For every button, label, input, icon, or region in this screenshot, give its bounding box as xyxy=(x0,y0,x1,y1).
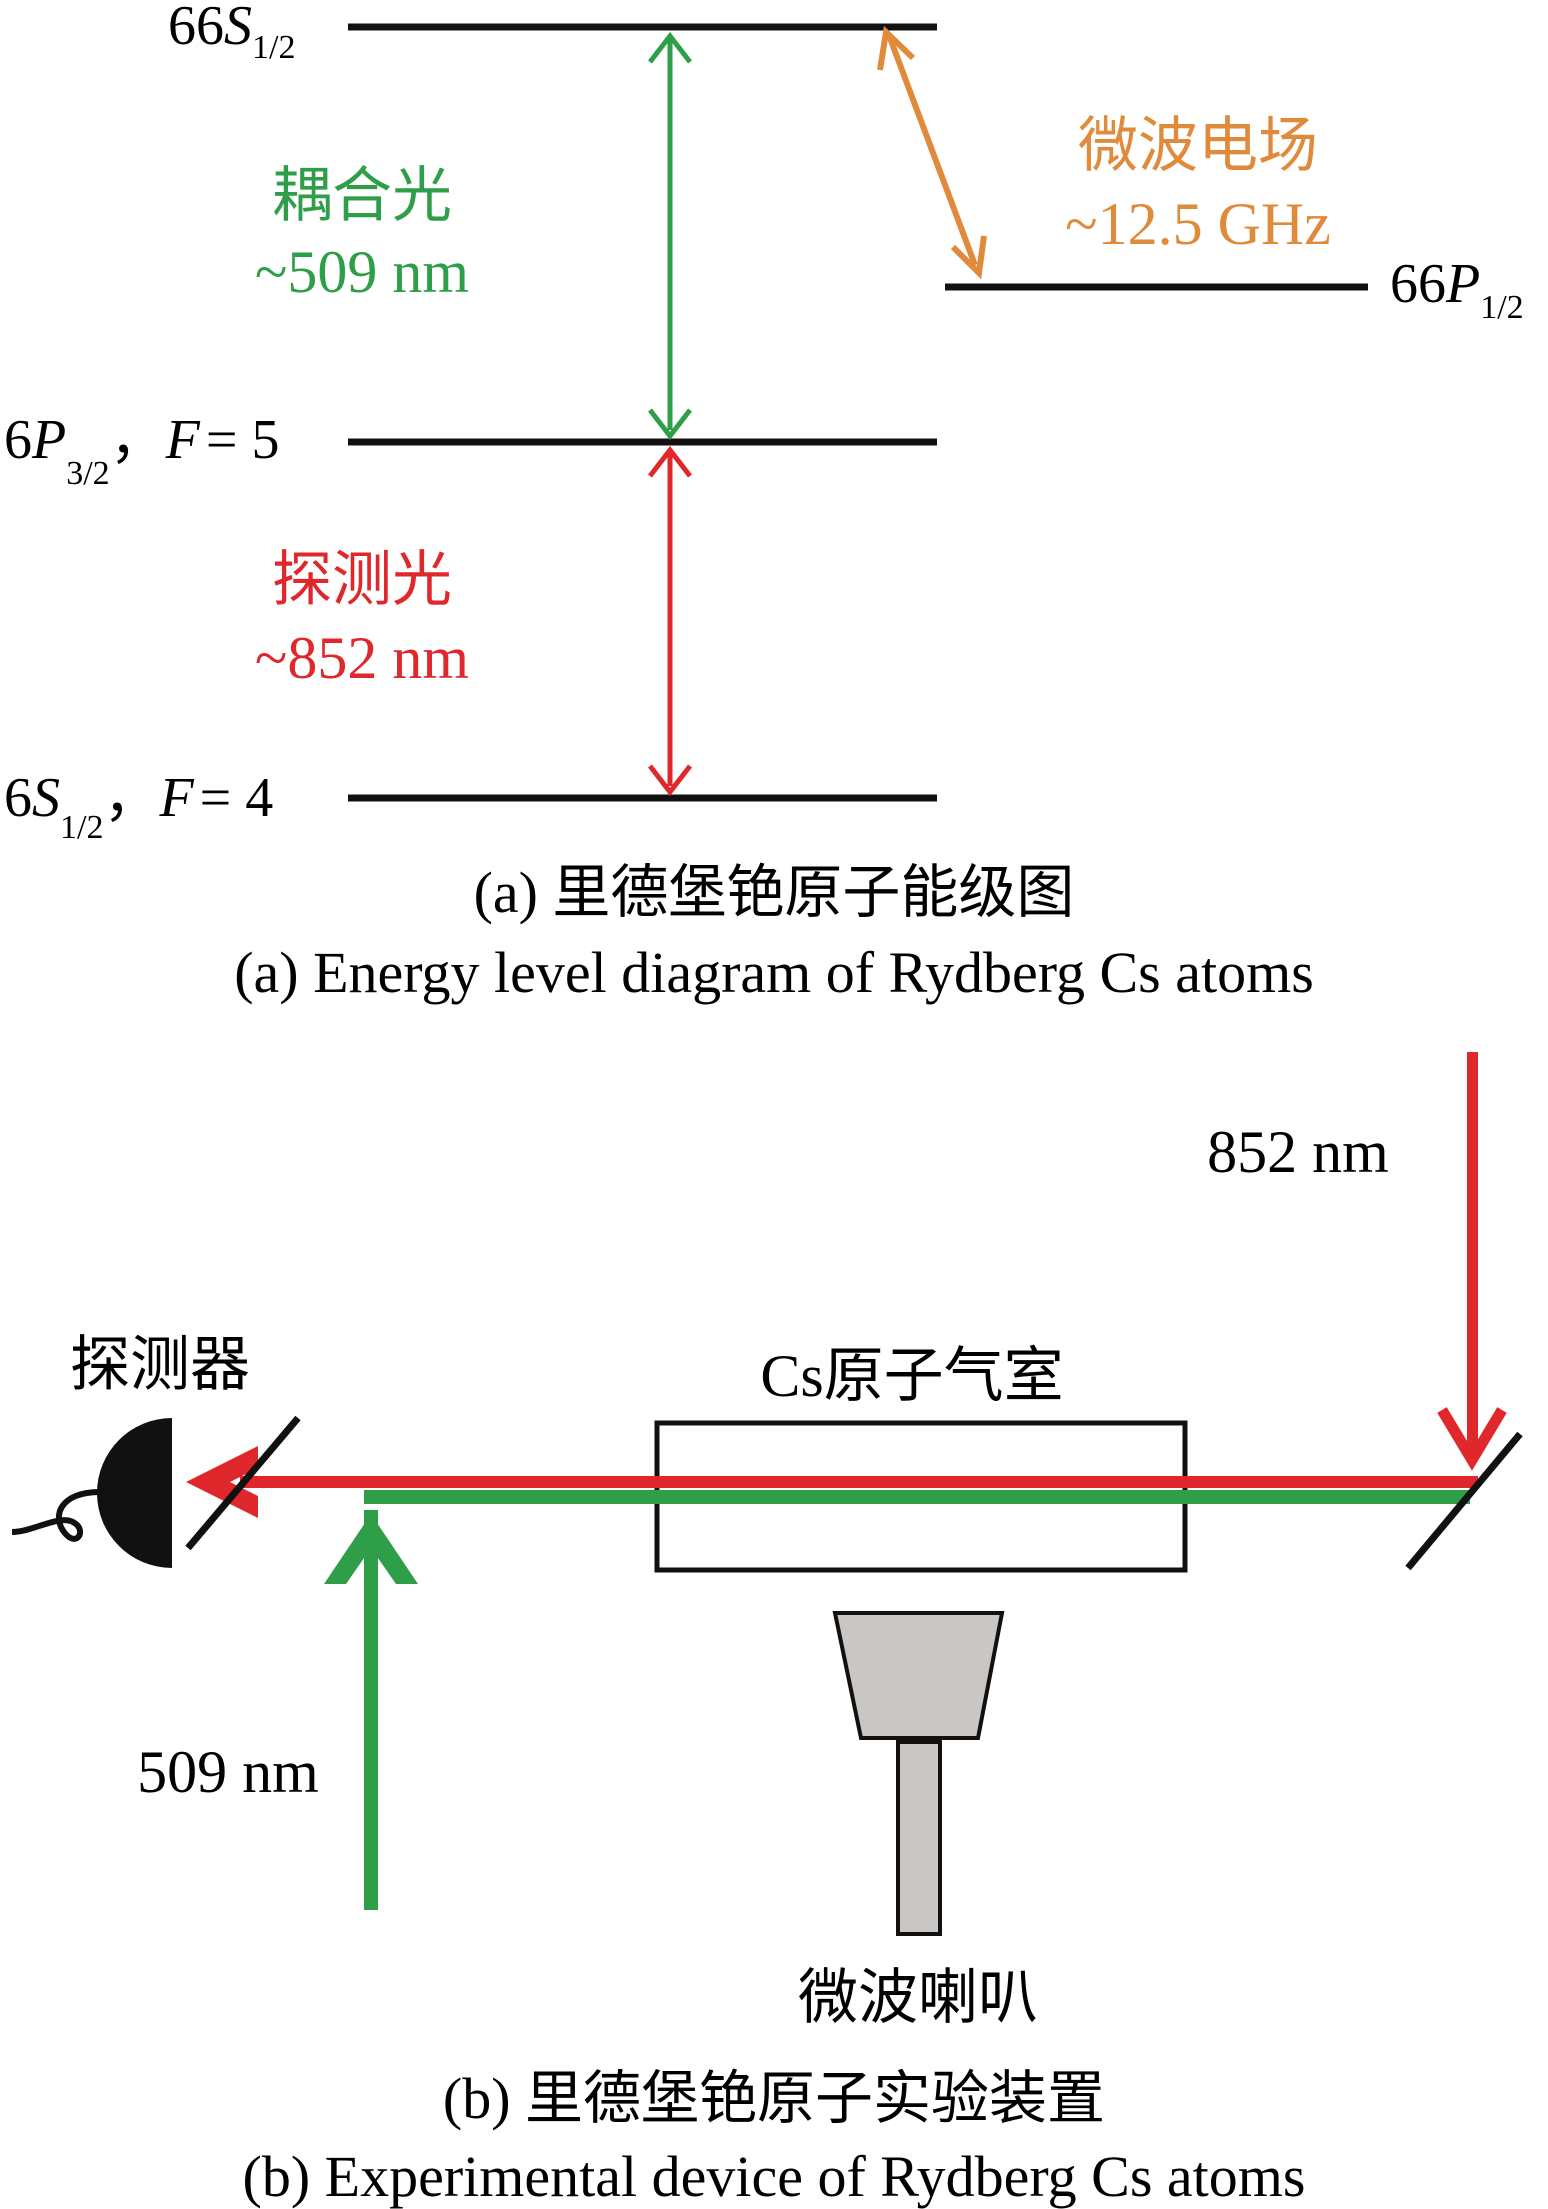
probe-wavelength-label: ~852 nm xyxy=(255,625,469,691)
experimental-setup: Cs原子气室 852 nm 509 nm 探测器 微波 xyxy=(11,1052,1523,2209)
caption-a-en: (a) Energy level diagram of Rydberg Cs a… xyxy=(234,940,1314,1005)
coupling-transition-arrow xyxy=(648,31,692,441)
level-6p-label: 6P3/2，F= 5 xyxy=(4,409,279,492)
right-mirror xyxy=(1405,1431,1523,1571)
level-6s-label: 6S1/2，F= 4 xyxy=(4,767,273,846)
coupling-light-label: 耦合光 xyxy=(272,163,452,229)
probe-wavelength-b-label: 852 nm xyxy=(1207,1119,1389,1185)
microwave-frequency-label: ~12.5 GHz xyxy=(1065,191,1331,257)
microwave-horn-icon xyxy=(832,1611,1005,1936)
coupling-wavelength-label: ~509 nm xyxy=(255,239,469,305)
caption-b-en: (b) Experimental device of Rydberg Cs at… xyxy=(243,2144,1306,2209)
probe-transition-arrow xyxy=(648,445,692,797)
energy-level-diagram: 66S1/2 66P1/2 6P3/2，F= 5 6S1/2，F= 4 xyxy=(4,0,1524,1005)
caption-a-cn: (a) 里德堡铯原子能级图 xyxy=(474,860,1075,925)
cell-label: Cs原子气室 xyxy=(760,1343,1063,1409)
microwave-transition-arrow xyxy=(877,25,987,280)
level-66s-label: 66S1/2 xyxy=(168,0,295,66)
caption-b-cn: (b) 里德堡铯原子实验装置 xyxy=(443,2066,1105,2131)
level-66p-label: 66P1/2 xyxy=(1390,253,1524,326)
horn-label: 微波喇叭 xyxy=(798,1965,1038,2031)
coupling-wavelength-b-label: 509 nm xyxy=(137,1739,319,1805)
microwave-field-label: 微波电场 xyxy=(1078,113,1318,179)
coupling-beam xyxy=(324,1490,1470,1910)
detector-label: 探测器 xyxy=(70,1332,250,1398)
probe-light-label: 探测光 xyxy=(272,547,452,613)
probe-beam xyxy=(186,1052,1507,1518)
left-dichroic-mirror xyxy=(185,1415,301,1551)
detector-icon xyxy=(11,1418,172,1568)
